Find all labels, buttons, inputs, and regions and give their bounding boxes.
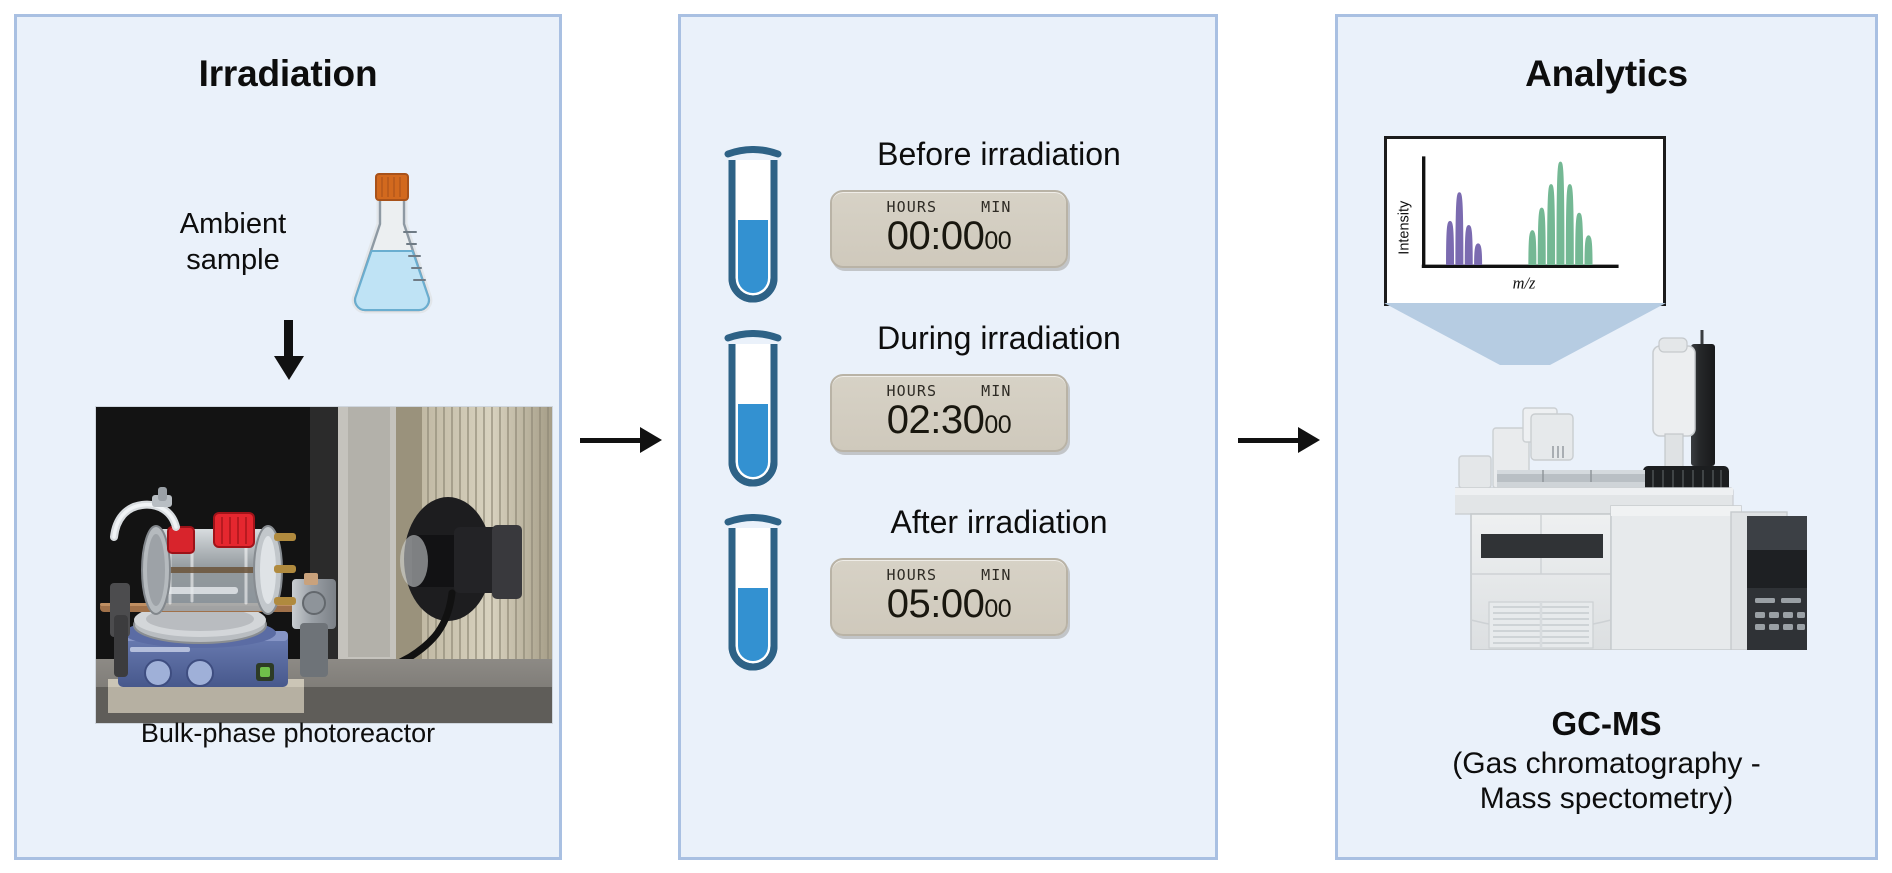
spectrum-peaks [1446,161,1593,265]
timer-hhmm: 05:00 [886,582,985,626]
photoreactor-caption: Bulk-phase photoreactor [140,718,436,748]
gcms-full-name: (Gas chromatography - Mass spectometry) [1452,747,1761,816]
ambient-sample-group: Ambient sample [14,172,562,313]
mass-spectrum-chart: Intensity m/z [1396,156,1619,293]
spectrum-peak [1446,220,1455,265]
gcms-abbreviation: GC-MS [1551,705,1662,742]
timer-display: HOURS MIN 00:0000 [830,190,1068,268]
timepoint-during: During irradiation HOURS MIN 02:3000 [678,312,1218,502]
timepoint-before: Before irradiation HOURS MIN 00:0000 [678,128,1218,318]
spectrum-xlabel: m/z [1513,274,1536,293]
timer-units: HOURS MIN [832,382,1066,400]
arrow-head [1298,427,1320,453]
spectrum-peak [1547,184,1556,265]
spectrum-peak [1575,212,1584,265]
spectrum-peak [1528,230,1537,265]
spectrum-peak [1474,243,1483,265]
arrow-shaft [580,437,640,443]
timer-seconds: 00 [984,595,1012,623]
timer-min-label: MIN [981,566,1012,584]
timer-seconds: 00 [984,411,1012,439]
timepoint-label: Before irradiation [877,136,1121,172]
timer-min-label: MIN [981,198,1012,216]
timer-hhmm: 00:00 [886,214,985,258]
test-tube-icon [724,514,782,674]
timer-readout: 02:3000 [832,398,1066,442]
spectrum-peak [1464,225,1473,265]
gcms-caption: GC-MS (Gas chromatography - Mass spectom… [1335,705,1878,817]
test-tube-icon [724,330,782,490]
spectrum-peak [1556,161,1565,265]
timer-hours-label: HOURS [886,198,938,216]
spectrum-peak [1584,235,1593,265]
timer-hours-label: HOURS [886,382,938,400]
timer-readout: 00:0000 [832,214,1066,258]
timer-seconds: 00 [984,227,1012,255]
test-tube-icon [724,146,782,306]
right-arrow-icon [1238,425,1320,455]
mass-spectrum-card: Intensity m/z [1384,136,1666,306]
timer-hours-label: HOURS [886,566,938,584]
spectrum-peak [1537,207,1546,265]
down-arrow-icon [270,320,308,382]
timepoint-after: After irradiation HOURS MIN 05:0000 [678,496,1218,686]
spectrum-ylabel: Intensity [1396,200,1412,255]
right-arrow-icon [580,425,662,455]
timer-hhmm: 02:30 [886,398,985,442]
gc-ms-instrument-icon [1452,330,1815,651]
erlenmeyer-flask-icon [346,168,438,318]
timepoint-label: During irradiation [877,320,1121,356]
arrow-shaft [1238,437,1298,443]
ambient-sample-label: Ambient sample [179,208,287,276]
timer-readout: 05:0000 [832,582,1066,626]
timer-units: HOURS MIN [832,198,1066,216]
timer-display: HOURS MIN 05:0000 [830,558,1068,636]
photoreactor-photograph [95,406,553,724]
spectrum-peak [1565,184,1574,265]
timepoint-label: After irradiation [890,504,1108,540]
callout-funnel [1384,303,1666,365]
spectrum-peak [1455,192,1464,265]
timer-min-label: MIN [981,382,1012,400]
panel-analytics-title: Analytics [1525,53,1688,94]
timer-units: HOURS MIN [832,566,1066,584]
panel-irradiation-title: Irradiation [198,53,378,94]
arrow-head [640,427,662,453]
timer-display: HOURS MIN 02:3000 [830,374,1068,452]
